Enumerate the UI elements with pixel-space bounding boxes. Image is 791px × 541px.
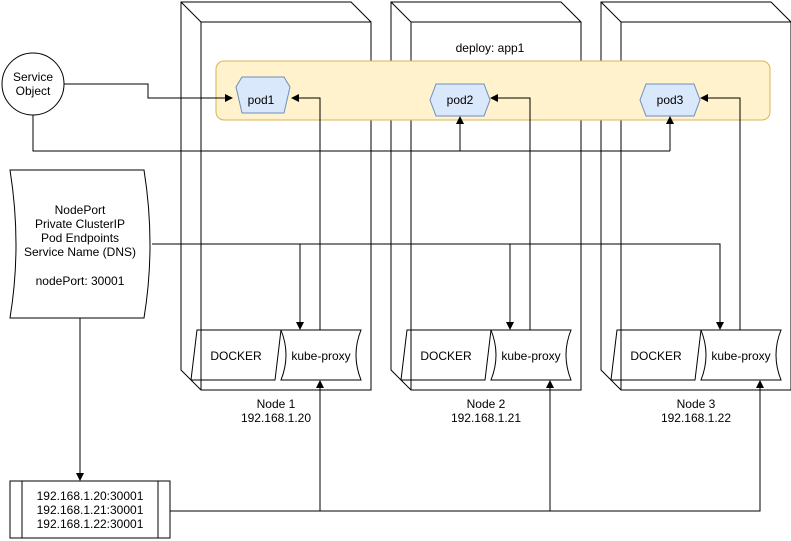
pod-1: pod1 (235, 76, 291, 114)
node-3-ip: 192.168.1.22 (661, 411, 731, 425)
edge-proxy2-to-pod2 (490, 94, 531, 330)
node-3-title: Node 3 (677, 397, 716, 411)
kube-proxy-label: kube-proxy (711, 349, 770, 363)
pod-2: pod2 (429, 83, 491, 117)
connectors (32, 83, 764, 512)
node-2-title: Node 2 (467, 397, 506, 411)
docker-block (610, 329, 702, 381)
node-3 (600, 1, 791, 391)
endpoint-entry: 192.168.1.21:30001 (37, 503, 144, 517)
endpoints-rect (9, 480, 171, 539)
service-info-line: Service Name (DNS) (24, 245, 136, 259)
kube-proxy-block (280, 329, 362, 381)
kube-proxy-block (700, 329, 782, 381)
edge-service-bus (32, 115, 670, 152)
node-2-ip: 192.168.1.21 (451, 411, 521, 425)
node-2 (390, 1, 582, 391)
kube-proxy-block (490, 329, 572, 381)
docker-block (190, 329, 282, 381)
service-info-line: NodePort (55, 203, 106, 217)
pod-label: pod3 (657, 93, 684, 107)
deployment-label: deploy: app1 (456, 41, 525, 55)
service-info-line: Private ClusterIP (35, 217, 125, 231)
service-object-line2: Object (16, 84, 51, 98)
node-2-box (390, 1, 582, 391)
docker-label: DOCKER (420, 349, 472, 363)
edge-service-to-pod1 (64, 83, 233, 102)
edge-info-bus (152, 243, 724, 330)
endpoints-box: 192.168.1.20:30001 192.168.1.21:30001 19… (9, 480, 171, 539)
edge-proxy3-to-pod3 (700, 94, 741, 330)
node-1-title: Node 1 (257, 397, 296, 411)
pod-hexagon (235, 76, 291, 114)
service-info: NodePort Private ClusterIP Pod Endpoints… (9, 169, 151, 319)
docker-label: DOCKER (210, 349, 262, 363)
service-info-nodeport: nodePort: 30001 (36, 274, 125, 288)
service-object: Service Object (1, 52, 65, 116)
pod-3: pod3 (639, 83, 701, 117)
kube-proxy-label: kube-proxy (501, 349, 560, 363)
node-2-components: DOCKER kube-proxy (400, 329, 572, 381)
node-3-components: DOCKER kube-proxy (610, 329, 782, 381)
node-3-box (600, 1, 791, 391)
deployment-group (215, 60, 771, 121)
pod-label: pod2 (447, 93, 474, 107)
endpoint-entry: 192.168.1.20:30001 (37, 489, 144, 503)
docker-block (400, 329, 492, 381)
service-info-shape (9, 169, 151, 319)
node-1-box (180, 1, 372, 391)
service-info-line: Pod Endpoints (41, 231, 119, 245)
endpoint-entry: 192.168.1.22:30001 (37, 517, 144, 531)
docker-label: DOCKER (630, 349, 682, 363)
node-1 (180, 1, 372, 391)
edge-proxy1-to-pod1 (291, 94, 321, 330)
pod-label: pod1 (248, 93, 275, 107)
kube-proxy-label: kube-proxy (291, 349, 350, 363)
edge-endpoints-bus (170, 380, 764, 512)
service-object-line1: Service (13, 70, 53, 84)
node-1-components: DOCKER kube-proxy (190, 329, 362, 381)
node-1-ip: 192.168.1.20 (241, 411, 311, 425)
